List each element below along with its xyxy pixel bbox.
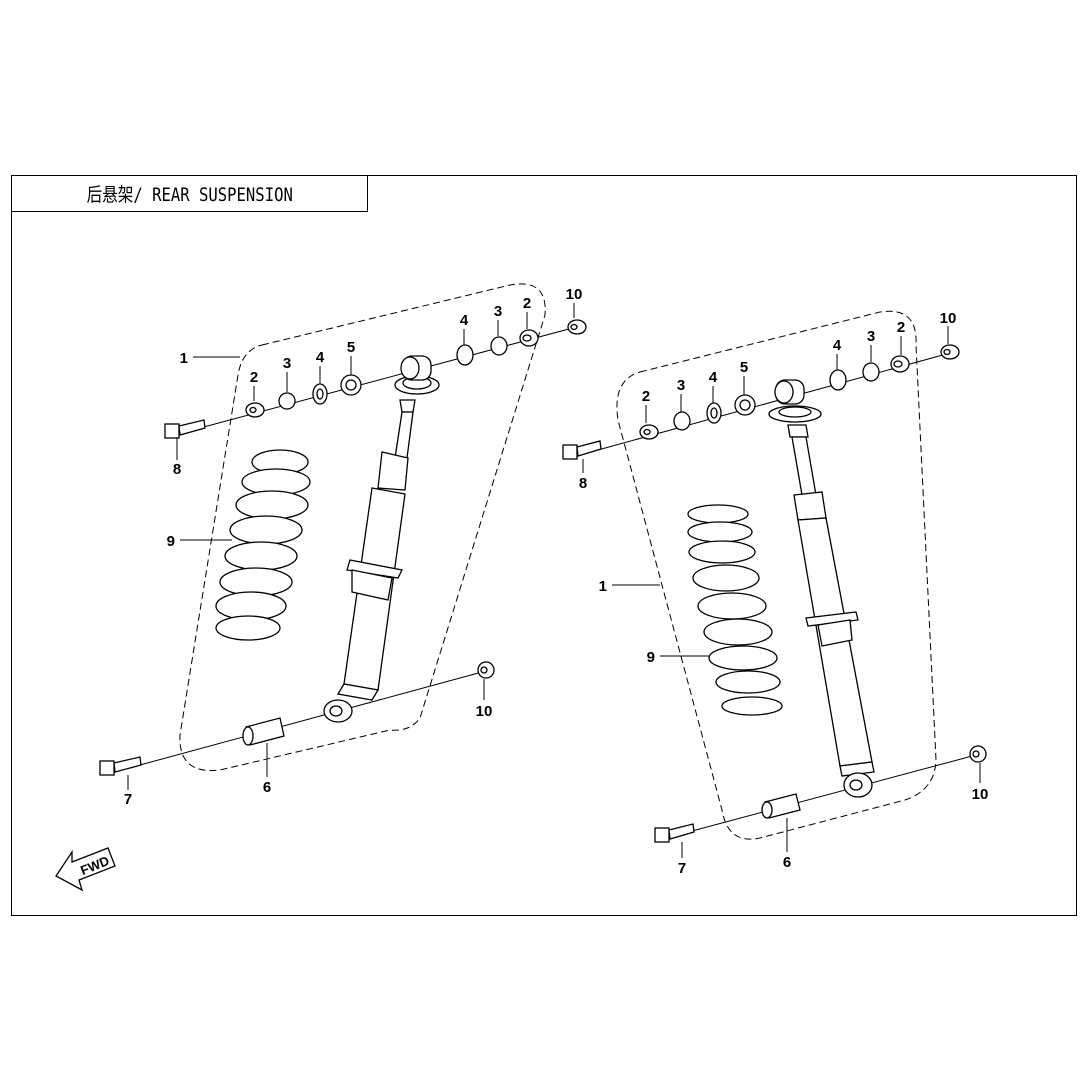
right-label-4a: 4 [709,369,718,386]
left-label-6: 6 [263,779,271,796]
left-label-4b: 4 [460,312,469,329]
right-shock-absorber [768,379,875,798]
left-label-3b: 3 [494,303,502,320]
right-label-3b: 3 [867,328,875,345]
fwd-arrow-icon: FWD [55,847,116,892]
left-label-5: 5 [347,339,355,356]
left-shock-absorber [323,355,440,723]
right-assembly: 1 2 3 4 5 4 3 2 10 8 9 10 6 7 [562,310,989,877]
left-assembly: 1 2 3 4 5 4 3 2 10 8 9 10 6 7 [99,283,587,808]
left-coil-spring-9 [215,449,311,641]
left-label-2a: 2 [250,369,258,386]
left-bolt-8 [164,419,206,439]
left-bushing-2 [245,402,265,418]
right-label-7: 7 [678,860,686,877]
title-box: 后悬架/ REAR SUSPENSION [11,175,368,212]
left-label-2b: 2 [523,295,531,312]
right-bushing-2b [890,355,910,373]
right-label-2a: 2 [642,388,650,405]
right-coil-spring-9 [687,504,783,716]
left-bearing-5 [340,374,362,396]
left-lower-axis [139,671,483,766]
right-label-3a: 3 [677,377,685,394]
left-nut-10b [477,661,495,679]
right-washer-3b [862,362,880,382]
left-label-10b: 10 [476,703,493,720]
left-label-9: 9 [167,533,175,550]
right-nut-10b [969,745,987,763]
right-label-10a: 10 [940,310,957,327]
left-bushing-2b [519,329,539,347]
left-label-8: 8 [173,461,181,478]
left-assembly-outline [179,283,546,772]
right-label-5: 5 [740,359,748,376]
right-assembly-outline [616,310,937,840]
left-label-10a: 10 [566,286,583,303]
left-bolt-7 [99,756,142,776]
right-label-8: 8 [579,475,587,492]
left-washer-3 [278,392,296,410]
left-washer-3b [490,336,508,356]
right-bolt-7 [654,823,695,843]
right-bolt-8 [562,440,602,460]
right-label-6: 6 [783,854,791,871]
right-label-2b: 2 [897,319,905,336]
right-washer-4b [829,369,847,391]
left-sleeve-6 [242,717,285,746]
left-washer-4 [312,383,328,405]
left-label-3a: 3 [283,355,291,372]
right-label-10b: 10 [972,786,989,803]
right-washer-4 [706,402,722,424]
right-label-1: 1 [599,578,607,595]
right-washer-3 [673,411,691,431]
right-sleeve-6 [761,793,801,819]
left-nut-10a [567,319,587,335]
left-label-1: 1 [180,350,188,367]
drawing-frame [11,175,1077,916]
right-nut-10a [940,344,960,360]
right-label-9: 9 [647,649,655,666]
right-label-4b: 4 [833,337,842,354]
left-label-4a: 4 [316,349,325,366]
page-title: 后悬架/ REAR SUSPENSION [86,184,293,206]
right-bearing-5 [734,394,756,416]
right-bushing-2 [639,424,659,440]
left-washer-4b [456,344,474,366]
left-label-7: 7 [124,791,132,808]
right-lower-axis [691,754,977,832]
